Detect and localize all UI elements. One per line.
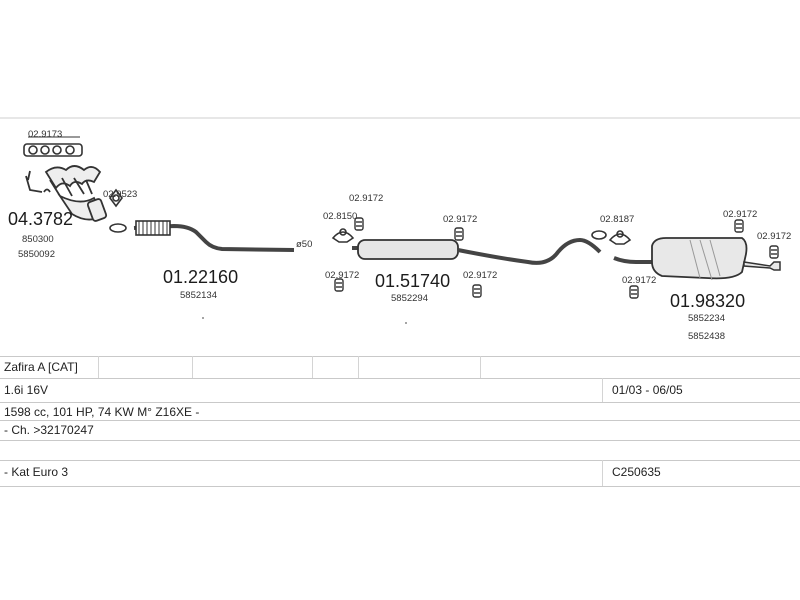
hanger-label-a: 02.9172 <box>349 193 384 204</box>
vehicle-engine: 1.6i 16V <box>4 383 49 397</box>
center-silencer-ref: 5852294 <box>391 293 428 304</box>
clamp-label: 02.9523 <box>103 189 138 200</box>
mid-clamp-label: 02.8150 <box>323 211 358 222</box>
center-silencer <box>352 237 602 265</box>
vehicle-spec: 1598 cc, 101 HP, 74 KW M° Z16XE - <box>4 405 200 419</box>
vehicle-emission: - Kat Euro 3 <box>4 465 69 479</box>
hanger-label-g: 02.9172 <box>757 231 792 242</box>
rubber-hanger-icon <box>629 285 639 299</box>
vehicle-model: Zafira A [CAT] <box>4 360 78 374</box>
gasket-label: 02.9173 <box>28 129 63 140</box>
rubber-hanger-icon <box>472 284 482 298</box>
hanger-label-f: 02.9172 <box>723 209 758 220</box>
front-pipe-ref: 5852134 <box>180 290 217 301</box>
manifold-ref2: 5850092 <box>18 249 55 260</box>
manifold-gasket-icon <box>23 136 83 157</box>
pipe-diameter: ø50 <box>296 239 313 250</box>
exhaust-manifold-icon <box>44 165 108 222</box>
manifold-ref1: 850300 <box>22 234 54 245</box>
rubber-hanger-icon <box>354 217 364 231</box>
clamp-icon <box>109 188 123 208</box>
rubber-hanger-icon <box>734 219 744 233</box>
hanger-label-d: 02.9172 <box>463 270 498 281</box>
rear-silencer-ref1: 5852234 <box>688 313 725 324</box>
vehicle-dates: 01/03 - 06/05 <box>612 383 683 397</box>
rear-clamp-icon <box>608 230 632 245</box>
hanger-label-c: 02.9172 <box>443 214 478 225</box>
rubber-hanger-icon <box>334 278 344 292</box>
vehicle-chassis: - Ch. >32170247 <box>4 423 94 437</box>
manifold-code: 04.3782 <box>8 209 74 229</box>
rear-silencer-code: 01.98320 <box>670 291 746 311</box>
rear-ring-gasket-icon <box>591 230 607 240</box>
mid-clamp-icon <box>331 228 355 243</box>
front-pipe <box>133 220 295 252</box>
hanger-label-b: 02.9172 <box>325 270 360 281</box>
rear-clamp-label: 02.8187 <box>600 214 635 225</box>
rear-silencer-ref2: 5852438 <box>688 331 725 342</box>
rubber-hanger-icon <box>769 245 779 259</box>
catalog-code: C250635 <box>612 465 661 479</box>
hanger-icons <box>334 217 779 299</box>
ring-gasket-icon <box>109 223 127 233</box>
rear-silencer <box>613 237 781 281</box>
hanger-label-e: 02.9172 <box>622 275 657 286</box>
lambda-sensor-icon <box>25 170 51 193</box>
center-silencer-code: 01.51740 <box>375 271 451 291</box>
rubber-hanger-icon <box>454 227 464 241</box>
front-pipe-code: 01.22160 <box>163 267 239 287</box>
